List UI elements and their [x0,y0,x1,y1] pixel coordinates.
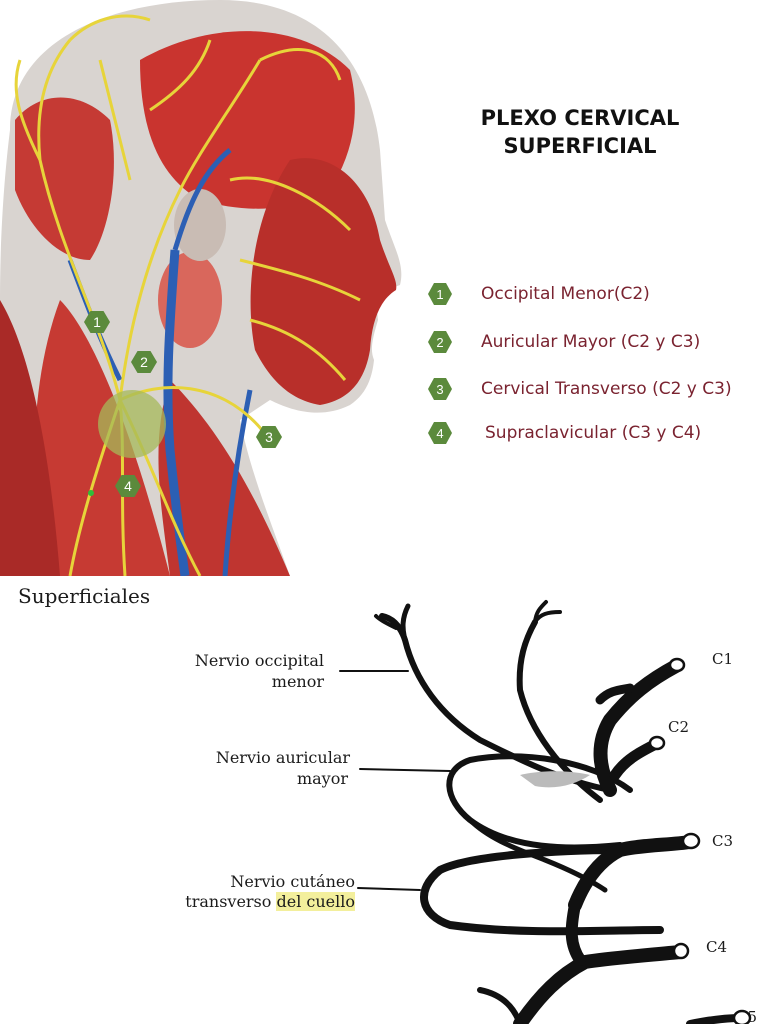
label-cutaneo-highlight: del cuello [276,892,355,911]
c4-cap [672,942,690,960]
label-cutaneo-text: transverso [185,892,277,911]
legend-item-occipital-menor: 1 Occipital Menor(C2) [428,280,650,308]
c2-root [609,738,662,781]
vein-branch [172,148,232,251]
c3-root [568,835,697,912]
loop-c2-c3 [446,753,633,851]
marker-2: 2 [131,350,157,374]
gray-patch [520,771,590,788]
label-occipital-line-2: menor [271,672,324,691]
c1-cap [668,657,686,673]
anterior-vein [222,389,253,576]
c5-root [686,1014,744,1024]
pointer-auricular [359,768,451,772]
label-auricular-line-1: Nervio auricular [215,748,350,767]
c2-branch [595,683,635,705]
fork-left-2 [374,614,398,630]
slide-title-line-2: SUPERFICIAL [503,134,657,158]
ear [174,189,226,261]
root-label-c1: C1 [712,650,734,668]
label-auricular-line-2: mayor [296,769,348,788]
c5-cap [732,1009,752,1024]
lower-branch [477,987,523,1024]
marker-1: 1 [84,310,110,334]
transverse-cervical-nerve [420,846,664,936]
face-muscles [250,158,397,405]
legend-label: Auricular Mayor (C2 y C3) [481,332,701,352]
legend-item-cervical-transverso: 3 Cervical Transverso (C2 y C3) [428,375,732,403]
cervical-plexus-diagram [339,600,752,1024]
c2-cap [648,735,666,751]
legend-label: Supraclavicular (C3 y C4) [485,423,702,443]
legend-badge: 4 [428,421,452,445]
label-cutaneo-line-2: transverso del cuello [185,892,355,911]
highlight-circle [98,390,166,458]
legend-label: Cervical Transverso (C2 y C3) [481,379,732,399]
root-label-c2: C2 [668,718,690,736]
root-label-c3: C3 [712,832,734,850]
marker-3: 3 [256,425,282,449]
legend-item-auricular-mayor: 2 Auricular Mayor (C2 y C3) [428,328,700,356]
c4-to-c3 [565,899,586,966]
legend-item-supraclavicular: 4 Supraclavicular (C3 y C4) [428,419,701,447]
trapezius-muscle [0,300,60,576]
c1-root [593,659,683,797]
slide-title-line-1: PLEXO CERVICAL [480,106,680,130]
head-neck-anatomy-illustration [0,0,420,576]
legend-label: Occipital Menor(C2) [481,284,650,304]
legend-badge: 2 [428,330,452,354]
legend-badge: 1 [428,282,452,306]
marker-4: 4 [115,474,141,498]
green-dot [88,490,94,496]
fork-left [400,603,411,643]
pointer-cutaneo [357,887,421,891]
c4-root [513,945,687,1024]
diagram-heading: Superficiales [18,584,151,608]
neck-muscle [158,380,290,576]
root-label-c4: C4 [706,938,728,956]
label-cutaneo-line-1: Nervio cutáneo [230,872,355,891]
label-occipital-line-1: Nervio occipital [194,651,324,670]
legend-badge: 3 [428,377,452,401]
c3-cap [681,832,701,850]
fork-right-2 [533,600,548,624]
